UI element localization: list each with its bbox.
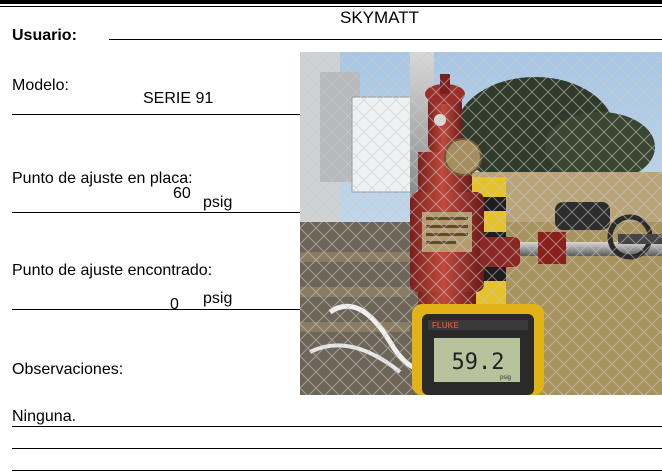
- placa-line: [12, 212, 300, 213]
- placa-label: Punto de ajuste en placa:: [12, 170, 193, 187]
- placa-value: 60: [173, 185, 191, 202]
- modelo-line: [12, 114, 300, 115]
- encontrado-label: Punto de ajuste encontrado:: [12, 262, 213, 279]
- observaciones-value: Ninguna.: [12, 408, 77, 425]
- meter-brand: FLUKE: [432, 321, 459, 330]
- top-border-thick: [0, 0, 662, 4]
- encontrado-value: 0: [170, 296, 179, 313]
- modelo-label: Modelo:: [12, 77, 69, 94]
- top-border-thin: [0, 6, 662, 7]
- valve-photo: FLUKE 59.2 psig: [300, 52, 662, 395]
- usuario-line: [109, 39, 662, 40]
- encontrado-unit: psig: [203, 290, 233, 307]
- observaciones-line-3: [12, 470, 662, 471]
- observaciones-line-2: [12, 448, 662, 449]
- placa-unit: psig: [203, 194, 233, 211]
- usuario-label: Usuario:: [12, 27, 77, 44]
- observaciones-line-1: [12, 426, 662, 427]
- encontrado-line: [12, 309, 300, 310]
- usuario-value: SKYMATT: [340, 8, 420, 27]
- meter-unit: psig: [500, 375, 511, 381]
- observaciones-label: Observaciones:: [12, 361, 124, 378]
- meter-reading: 59.2: [452, 350, 505, 375]
- modelo-value: SERIE 91: [143, 90, 214, 107]
